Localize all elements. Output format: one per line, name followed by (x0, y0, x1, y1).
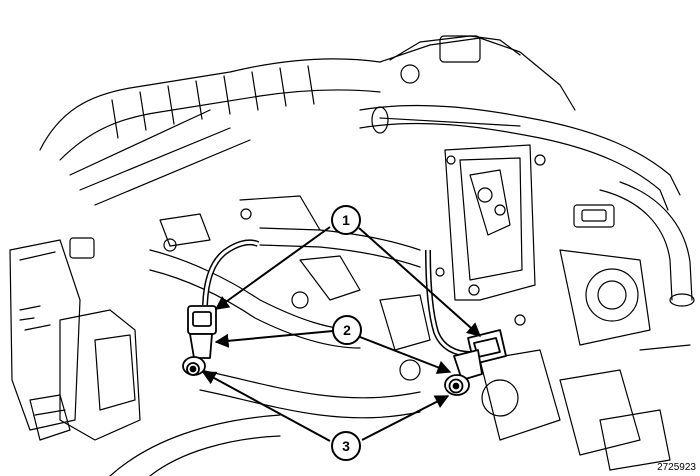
callout-1-label: 1 (342, 212, 350, 228)
callout-leaders (201, 226, 482, 442)
callout-2-label: 2 (343, 322, 351, 338)
leader-3-right (361, 395, 450, 441)
callout-2: 2 (332, 315, 362, 345)
leader-1-left (214, 226, 331, 310)
callout-3-label: 3 (342, 438, 350, 454)
callout-1: 1 (331, 205, 361, 235)
left-sensor-assembly (182, 239, 260, 376)
figure-number: 2725923 (657, 462, 696, 473)
leader-1-right (358, 227, 482, 337)
leader-2-left (214, 330, 334, 348)
leader-2-right (359, 336, 452, 374)
engine-background (9, 35, 695, 476)
callout-3: 3 (331, 431, 361, 461)
right-sensor-assembly (425, 249, 507, 396)
leader-3-left (201, 371, 331, 442)
